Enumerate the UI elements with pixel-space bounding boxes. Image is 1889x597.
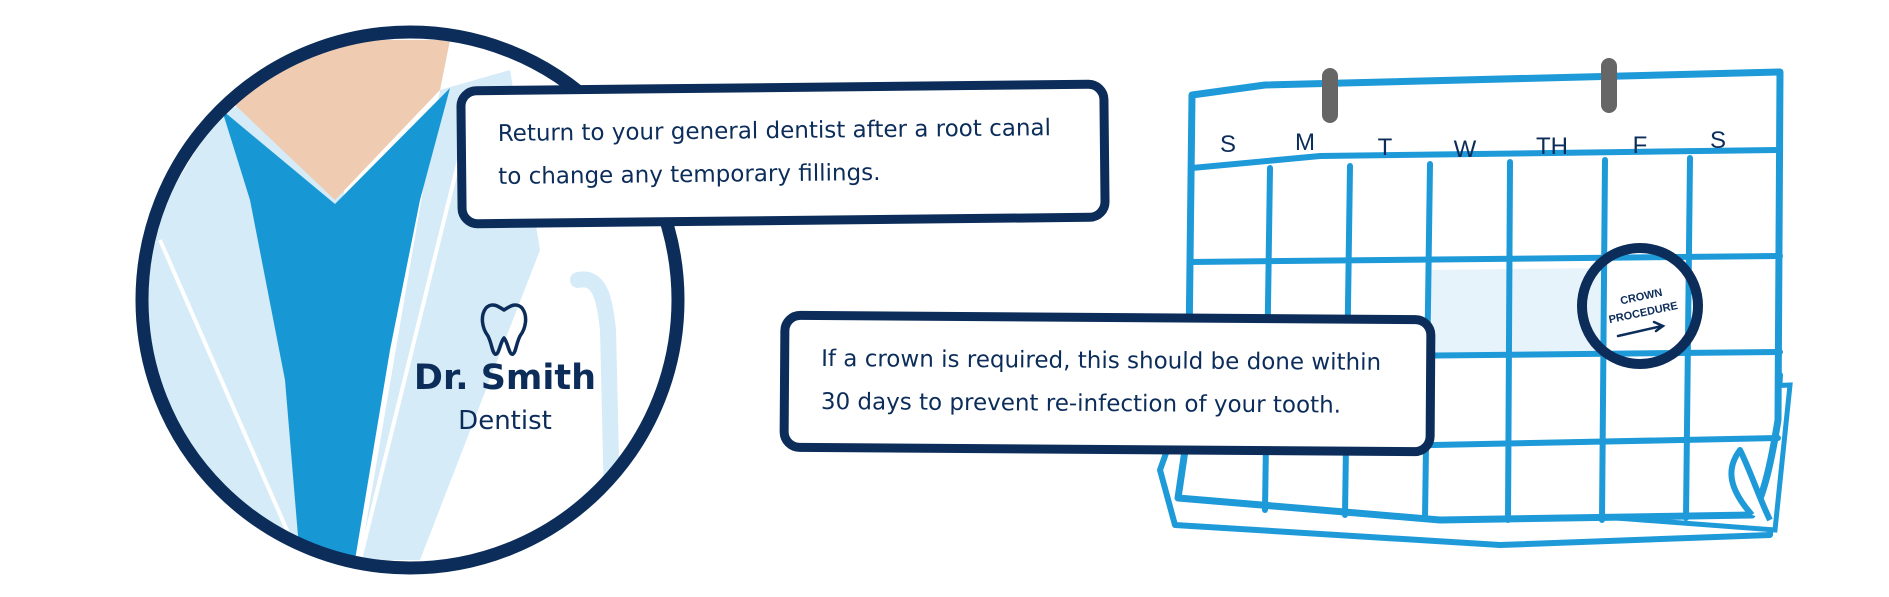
doctor-role: Dentist [458,406,552,436]
day-label: W [1454,136,1477,163]
calendar-ring-right [1601,58,1617,113]
day-label: M [1295,129,1315,156]
day-label: TH [1536,133,1568,160]
callout-text-line: 30 days to prevent re-infection of your … [820,388,1342,419]
day-label: T [1378,134,1393,161]
callout-root-canal-followup: Return to your general dentist after a r… [456,79,1110,229]
day-label: S [1220,131,1236,158]
tooth-icon [480,303,528,356]
doctor-name: Dr. Smith [413,358,597,398]
calendar-ring-left [1322,68,1338,123]
underline-arrow [1616,320,1666,338]
callout-crown-timing: If a crown is required, this should be d… [779,310,1436,457]
marker-circle [1577,243,1703,369]
callout-text-line: If a crown is required, this should be d… [821,346,1382,376]
callout-text-line: to change any temporary fillings. [498,159,881,190]
day-label: S [1710,127,1726,154]
calendar: S M T W TH F S CROWN PROCEDURE [1157,58,1793,548]
callout-text-line: Return to your general dentist after a r… [497,115,1052,147]
day-label: F [1633,132,1648,159]
